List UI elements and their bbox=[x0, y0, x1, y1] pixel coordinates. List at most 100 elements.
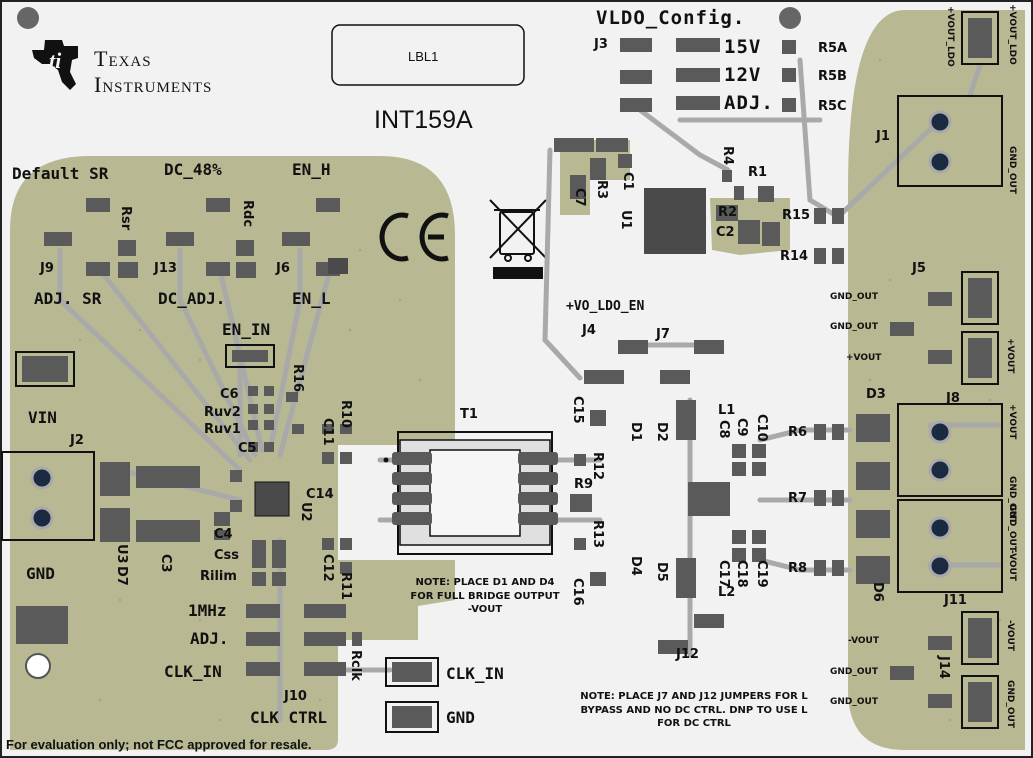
refdes-j11: J11 bbox=[944, 593, 967, 608]
nvout-label-j11: -VOUT bbox=[1007, 550, 1017, 581]
refdes-d2: D2 bbox=[654, 422, 669, 442]
en-h-label: EN_H bbox=[292, 160, 331, 179]
refdes-r10: R10 bbox=[338, 400, 353, 429]
refdes-r4: R4 bbox=[720, 146, 735, 166]
refdes-r12: R12 bbox=[590, 452, 605, 481]
logo-texas: Texas bbox=[94, 46, 152, 71]
refdes-rsr: Rsr bbox=[118, 206, 133, 231]
clk-ctrl-label: CLK CTRL bbox=[250, 708, 328, 727]
refdes-j2: J2 bbox=[70, 433, 84, 448]
refdes-c8: C8 bbox=[716, 420, 731, 439]
mhz-label: 1MHz bbox=[188, 601, 227, 620]
refdes-j8: J8 bbox=[946, 391, 960, 406]
en-l-label: EN_L bbox=[292, 289, 331, 308]
ldo-opt-adj: ADJ. bbox=[724, 92, 774, 114]
refdes-c5: C5 bbox=[238, 441, 257, 456]
refdes-j4: J4 bbox=[582, 323, 596, 338]
en-in-label: EN_IN bbox=[222, 320, 271, 339]
refdes-r8: R8 bbox=[788, 561, 808, 576]
pvout-label-j5: +VOUT bbox=[846, 353, 882, 363]
refdes-r5c: R5C bbox=[818, 99, 847, 114]
vout-ldo-label-a: +VOUT_LDO bbox=[945, 6, 955, 67]
refdes-c4: C4 bbox=[214, 527, 233, 542]
refdes-r14: R14 bbox=[780, 249, 809, 264]
refdes-r5a: R5A bbox=[818, 41, 848, 56]
note-j7-j12: NOTE: PLACE J7 AND J12 JUMPERS FOR L BYP… bbox=[580, 691, 808, 729]
refdes-r2: R2 bbox=[718, 205, 738, 220]
refdes-l2: L2 bbox=[718, 585, 736, 600]
vo-ldo-en-label: +VO_LDO_EN bbox=[566, 299, 645, 314]
refdes-r5b: R5B bbox=[818, 69, 847, 84]
refdes-ruv2: Ruv2 bbox=[204, 405, 241, 420]
refdes-r7: R7 bbox=[788, 491, 808, 506]
transformer-t1 bbox=[383, 431, 558, 555]
gnd-left-label: GND bbox=[26, 564, 55, 583]
refdes-c12: C12 bbox=[320, 554, 335, 582]
refdes-c14: C14 bbox=[306, 487, 334, 502]
refdes-r3: R3 bbox=[594, 180, 609, 200]
refdes-r1: R1 bbox=[748, 165, 768, 180]
vout-ldo-label-b: +VOUT_LDO bbox=[1007, 4, 1017, 65]
refdes-c17: C17 bbox=[716, 560, 731, 588]
nvout-label-j14: -VOUT bbox=[848, 636, 879, 646]
gnd-out-label-j1: GND_OUT bbox=[1007, 146, 1017, 194]
label-box-text: LBL1 bbox=[408, 49, 439, 64]
refdes-rdc: Rdc bbox=[240, 200, 255, 228]
refdes-j6: J6 bbox=[276, 261, 290, 276]
refdes-c6: C6 bbox=[220, 387, 239, 402]
gnd-out-label-j14a: GND_OUT bbox=[830, 667, 878, 677]
refdes-css: Css bbox=[214, 548, 240, 563]
mount-hole-tr bbox=[779, 7, 801, 29]
refdes-rclk: Rclk bbox=[348, 650, 363, 681]
refdes-j10: J10 bbox=[284, 689, 307, 704]
nvout-label-j14v: -VOUT bbox=[1005, 620, 1015, 651]
gnd-out-label-j5a: GND_OUT bbox=[830, 292, 878, 302]
logo-instruments: Instruments bbox=[94, 72, 213, 97]
gnd-out-label-j14v: GND_OUT bbox=[1005, 680, 1015, 728]
mount-hole-bl bbox=[25, 653, 51, 679]
refdes-c7: C7 bbox=[572, 188, 587, 207]
refdes-c10: C10 bbox=[754, 414, 769, 442]
refdes-d7: D7 bbox=[114, 566, 129, 586]
adj-clk-label: ADJ. bbox=[190, 629, 229, 648]
adj-sr-label: ADJ. SR bbox=[34, 289, 102, 308]
left-copper-pour bbox=[10, 156, 455, 750]
refdes-j7: J7 bbox=[656, 327, 670, 342]
dc-adj-label: DC_ADJ. bbox=[158, 289, 226, 308]
clk-in-label: CLK_IN bbox=[164, 662, 222, 681]
refdes-d3: D3 bbox=[866, 387, 886, 402]
refdes-d6: D6 bbox=[870, 582, 885, 602]
board-title: INT159A bbox=[374, 106, 473, 134]
pvout-label-j5v: +VOUT bbox=[1005, 338, 1015, 374]
controller-u2 bbox=[254, 481, 290, 517]
note-d1-d4: NOTE: PLACE D1 AND D4 FOR FULL BRIDGE OU… bbox=[410, 577, 560, 615]
smd-pads bbox=[15, 38, 952, 733]
refdes-j14: J14 bbox=[936, 656, 951, 679]
regulator-u1 bbox=[644, 188, 706, 254]
refdes-c18: C18 bbox=[734, 560, 749, 588]
label-box bbox=[331, 24, 525, 86]
vldo-config-title: VLDO_Config. bbox=[596, 7, 746, 29]
refdes-j13: J13 bbox=[154, 261, 177, 276]
refdes-j3: J3 bbox=[594, 37, 608, 52]
refdes-u1: U1 bbox=[618, 210, 633, 230]
refdes-r16: R16 bbox=[290, 364, 305, 393]
refdes-c19: C19 bbox=[754, 560, 769, 588]
refdes-c2: C2 bbox=[716, 225, 735, 240]
ldo-opt-12v: 12V bbox=[724, 64, 762, 86]
refdes-ruv1: Ruv1 bbox=[204, 422, 241, 437]
clk-in-conn-label: CLK_IN bbox=[446, 664, 504, 683]
refdes-c11: C11 bbox=[320, 418, 335, 446]
refdes-d5: D5 bbox=[654, 562, 669, 582]
gnd-conn-label: GND bbox=[446, 708, 475, 727]
refdes-c3: C3 bbox=[158, 554, 173, 573]
refdes-c1: C1 bbox=[620, 172, 635, 191]
gnd-out-label-j14b: GND_OUT bbox=[830, 697, 878, 707]
refdes-c9: C9 bbox=[734, 418, 749, 437]
terminal-blocks bbox=[1, 11, 1003, 729]
refdes-d4: D4 bbox=[628, 556, 643, 576]
refdes-r9: R9 bbox=[574, 477, 594, 492]
refdes-j9: J9 bbox=[40, 261, 54, 276]
